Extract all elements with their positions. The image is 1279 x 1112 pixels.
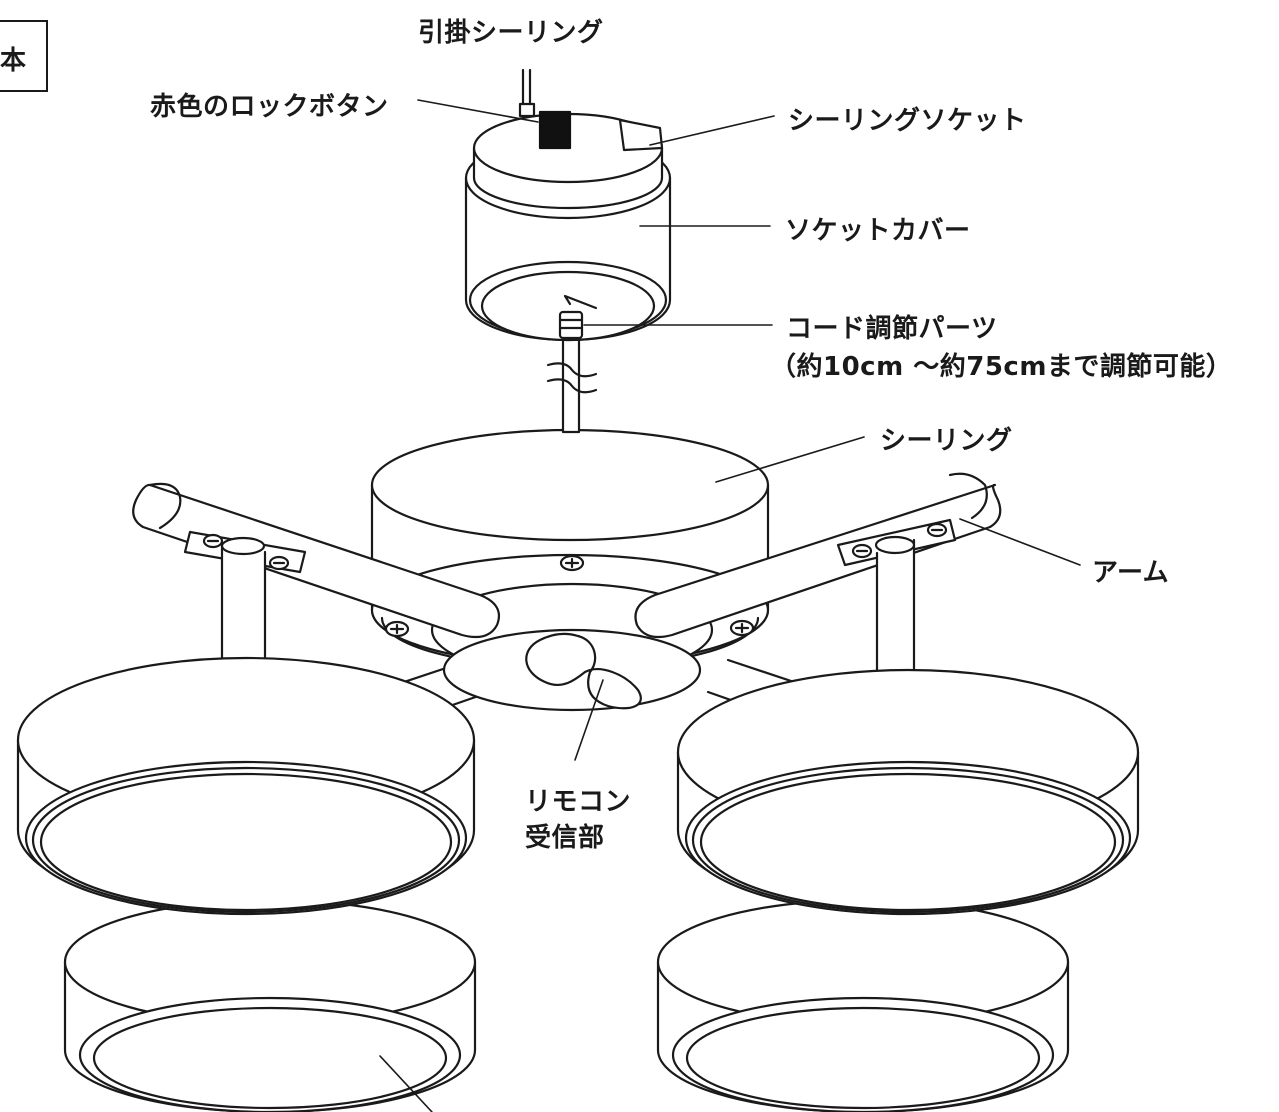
corner-box: 本 xyxy=(0,20,48,92)
ceiling-socket xyxy=(472,68,664,210)
cord-adjust-part xyxy=(558,310,584,340)
label-remote-receiver-line2: 受信部 xyxy=(525,823,605,853)
back-left-shade xyxy=(63,898,477,1112)
label-cord-adjust-range: （約10cm ～約75cmまで調節可能） xyxy=(770,352,1233,382)
remote-receiver xyxy=(525,632,642,710)
corner-label: 本 xyxy=(0,46,27,76)
left-arm xyxy=(132,482,501,682)
right-arm xyxy=(634,472,1002,684)
label-hook-ceiling: 引掛シーリング xyxy=(418,18,604,48)
label-ceiling-socket: シーリングソケット xyxy=(788,106,1027,136)
label-remote-receiver-line1: リモコン xyxy=(525,787,632,817)
back-right-shade xyxy=(656,898,1070,1112)
label-ceiling: シーリング xyxy=(880,426,1013,456)
label-lock-button: 赤色のロックボタン xyxy=(150,92,389,122)
front-right-shade xyxy=(676,668,1140,916)
label-socket-cover: ソケットカバー xyxy=(785,216,971,246)
label-arm: アーム xyxy=(1092,558,1170,588)
label-remote-receiver: リモコン 受信部 xyxy=(525,784,631,856)
label-cord-adjust: コード調節パーツ xyxy=(786,314,998,344)
cord xyxy=(546,328,598,434)
front-left-shade xyxy=(16,656,476,916)
ceiling-screws xyxy=(384,554,755,638)
leader-lines xyxy=(379,99,1081,1112)
